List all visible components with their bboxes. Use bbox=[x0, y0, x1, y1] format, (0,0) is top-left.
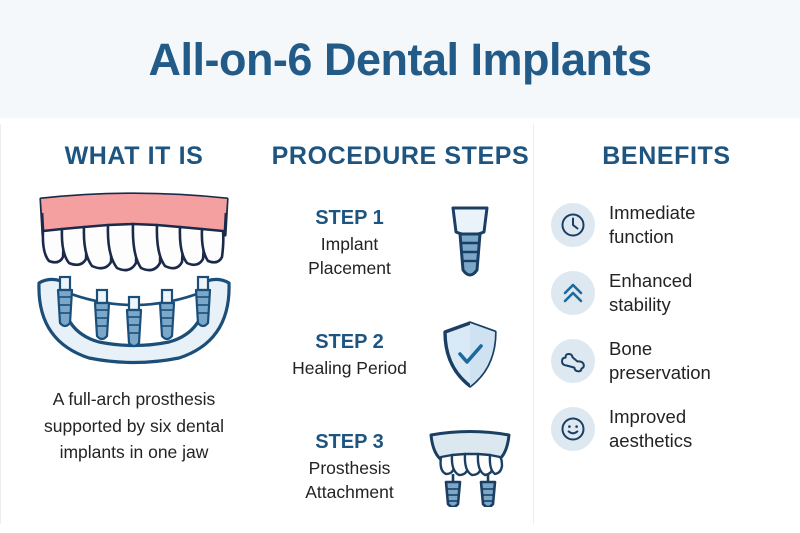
step-1-description: Implant Placement bbox=[308, 234, 391, 278]
smiley-face-icon bbox=[561, 417, 585, 441]
column-benefits: BENEFITS Immediate function bbox=[533, 118, 800, 533]
steps-list: STEP 1 Implant Placement bbox=[268, 195, 533, 514]
dental-arch-illustration-wrapper bbox=[0, 191, 268, 366]
benefit-item-improved-aesthetics: Improved aesthetics bbox=[551, 405, 800, 453]
column-divider-1 bbox=[0, 124, 1, 524]
benefit-item-enhanced-stability: Enhanced stability bbox=[551, 269, 800, 317]
full-arch-prosthesis-and-implant-jaw-illustration bbox=[37, 192, 231, 365]
step-3-text: STEP 3 Prosthesis Attachment bbox=[284, 429, 416, 503]
smiley-face-icon-circle bbox=[551, 407, 595, 452]
shield-check-icon bbox=[442, 320, 497, 388]
upper-prosthesis-group bbox=[39, 192, 229, 272]
denture-implant-screws bbox=[444, 480, 496, 507]
step-item-1: STEP 1 Implant Placement bbox=[268, 195, 533, 290]
bone-icon bbox=[561, 353, 585, 373]
step-3-label: STEP 3 bbox=[315, 431, 384, 454]
benefit-label-bone-preservation: Bone preservation bbox=[609, 338, 711, 384]
benefit-label-improved-aesthetics: Improved aesthetics bbox=[609, 406, 693, 452]
bone-icon-circle bbox=[551, 339, 595, 384]
step-1-text: STEP 1 Implant Placement bbox=[284, 205, 416, 279]
double-chevron-up-icon-circle bbox=[551, 271, 595, 316]
benefit-label-enhanced-stability: Enhanced stability bbox=[609, 270, 693, 316]
benefit-label-immediate-function: Immediate function bbox=[609, 202, 696, 248]
step-1-icon-wrapper bbox=[422, 202, 518, 284]
benefit-item-immediate-function: Immediate function bbox=[551, 201, 800, 249]
implant-screw-group bbox=[56, 275, 212, 348]
benefits-heading: BENEFITS bbox=[602, 142, 731, 170]
clock-icon bbox=[561, 213, 585, 237]
implant-jaw-group bbox=[37, 275, 231, 365]
step-item-3: STEP 3 Prosthesis Attachment bbox=[268, 419, 533, 514]
step-3-description: Prosthesis Attachment bbox=[305, 458, 394, 502]
step-2-label: STEP 2 bbox=[315, 330, 384, 353]
step-item-2: STEP 2 Healing Period bbox=[268, 307, 533, 402]
step-2-description: Healing Period bbox=[292, 357, 407, 378]
dental-implant-screw-icon bbox=[451, 206, 488, 276]
benefits-list: Immediate function Enhanced stability bbox=[533, 201, 800, 453]
column-procedure-steps: PROCEDURE STEPS STEP 1 Implant Placement bbox=[268, 118, 533, 533]
column-what-it-is: WHAT IT IS bbox=[0, 118, 268, 533]
double-chevron-up-icon bbox=[563, 283, 583, 303]
what-it-is-heading: WHAT IT IS bbox=[64, 142, 204, 170]
benefit-item-bone-preservation: Bone preservation bbox=[551, 337, 800, 385]
step-2-icon-wrapper bbox=[422, 319, 518, 391]
step-1-label: STEP 1 bbox=[315, 207, 384, 230]
what-it-is-description: A full-arch prosthesis supported by six … bbox=[44, 389, 224, 463]
step-2-text: STEP 2 Healing Period bbox=[284, 329, 416, 380]
column-divider-2 bbox=[533, 124, 534, 524]
page-title: All-on-6 Dental Implants bbox=[148, 33, 652, 85]
procedure-steps-heading: PROCEDURE STEPS bbox=[271, 142, 530, 170]
clock-icon-circle bbox=[551, 203, 595, 248]
denture-on-implants-icon bbox=[429, 429, 510, 507]
header-banner: All-on-6 Dental Implants bbox=[0, 0, 800, 118]
step-3-icon-wrapper bbox=[422, 427, 518, 507]
columns-container: WHAT IT IS bbox=[0, 118, 800, 533]
